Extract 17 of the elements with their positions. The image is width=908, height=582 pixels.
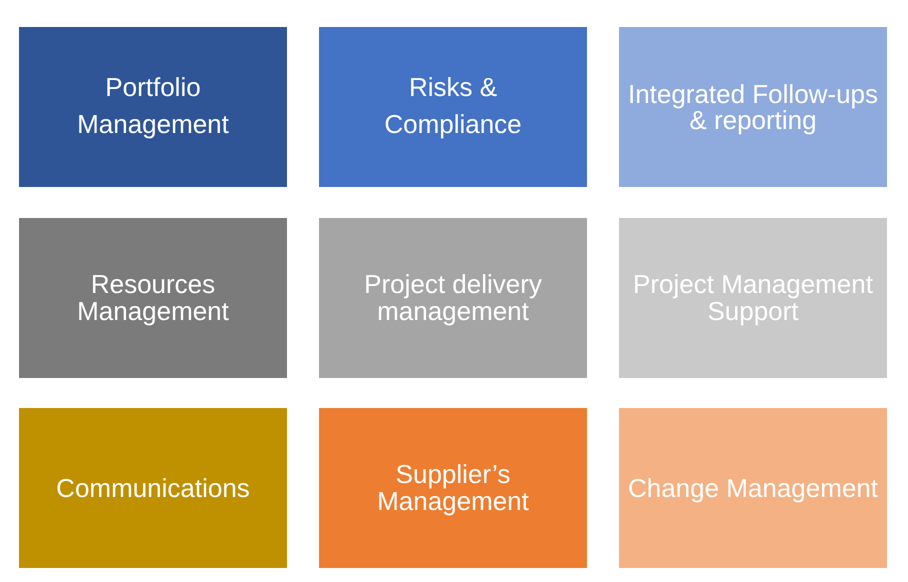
category-box xyxy=(319,408,587,568)
box-label: Resources Management xyxy=(76,271,230,325)
box-label: Integrated Follow-ups & reporting xyxy=(626,81,880,133)
category-box xyxy=(619,27,887,187)
category-box xyxy=(19,408,287,568)
category-box xyxy=(619,408,887,568)
category-box xyxy=(319,27,587,187)
box-label: Risks & Compliance xyxy=(383,71,523,141)
box-label: Communications xyxy=(56,474,250,502)
category-box xyxy=(619,218,887,378)
category-box xyxy=(19,218,287,378)
box-label: Supplier’s Management xyxy=(376,461,530,515)
box-label: Project delivery management xyxy=(363,271,543,325)
box-label: Change Management xyxy=(628,474,878,502)
category-box xyxy=(319,218,587,378)
box-label: Portfolio Management xyxy=(76,71,230,141)
category-box xyxy=(19,27,287,187)
